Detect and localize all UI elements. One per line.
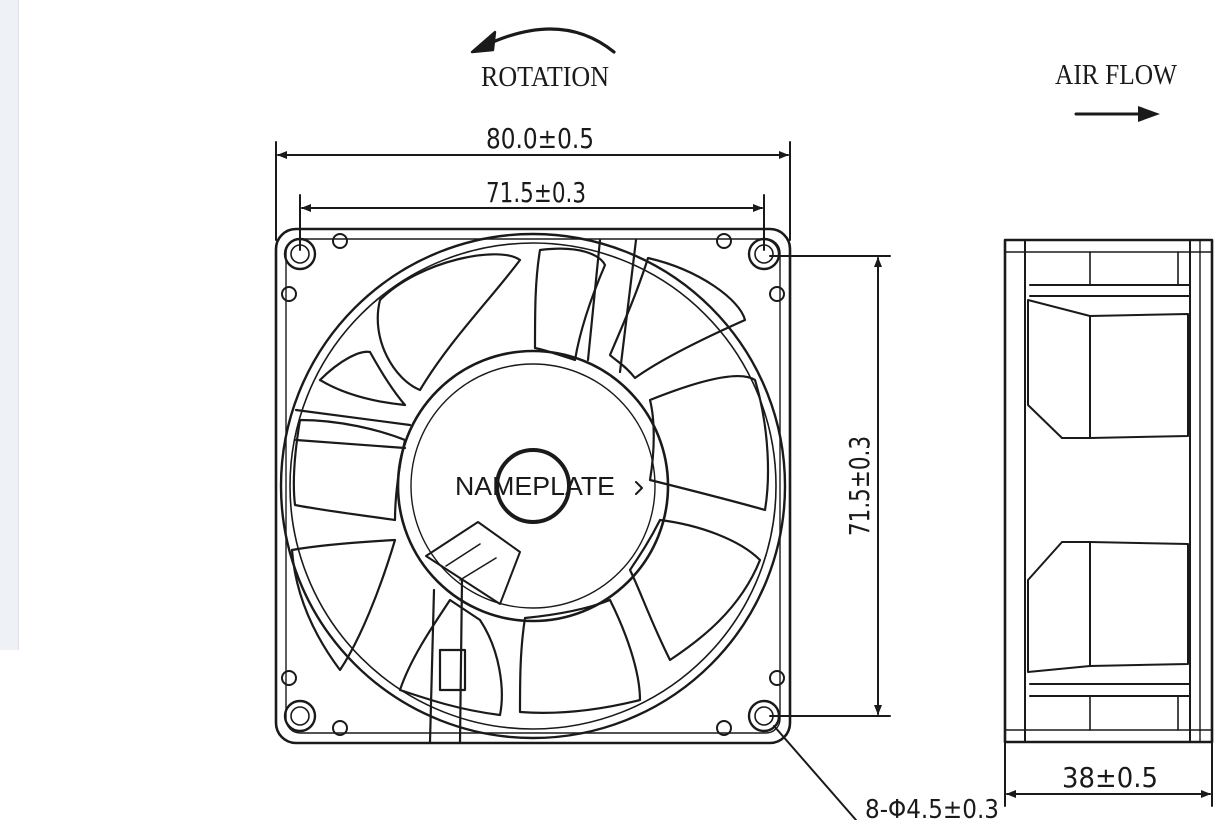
hole-callout-leader xyxy=(773,725,857,820)
nameplate-label: NAMEPLATE xyxy=(455,471,615,501)
airflow-arrow-icon xyxy=(1074,106,1160,122)
overall-width-dimension xyxy=(275,141,791,241)
hole-spacing-v-label: 71.5±0.3 xyxy=(843,436,876,536)
depth-label: 38±0.5 xyxy=(1062,761,1158,794)
hole-spacing-h-label: 71.5±0.3 xyxy=(486,176,586,209)
left-panel-strip xyxy=(0,0,19,650)
fan-hub xyxy=(396,349,670,623)
frame-struts xyxy=(294,238,638,744)
air-flow-label: AIR FLOW xyxy=(1055,60,1178,91)
rotation-label: ROTATION xyxy=(481,62,609,93)
hole-callout-label: 8-Φ4.5±0.3 xyxy=(865,795,999,820)
depth-dimension xyxy=(1004,741,1213,807)
overall-width-label: 80.0±0.5 xyxy=(486,122,594,155)
fan-front-view xyxy=(274,227,792,745)
fan-side-view xyxy=(1003,238,1214,744)
mounting-holes xyxy=(281,233,785,736)
hole-spacing-h-dimension xyxy=(299,194,765,251)
rotation-arrow-icon xyxy=(470,27,616,54)
